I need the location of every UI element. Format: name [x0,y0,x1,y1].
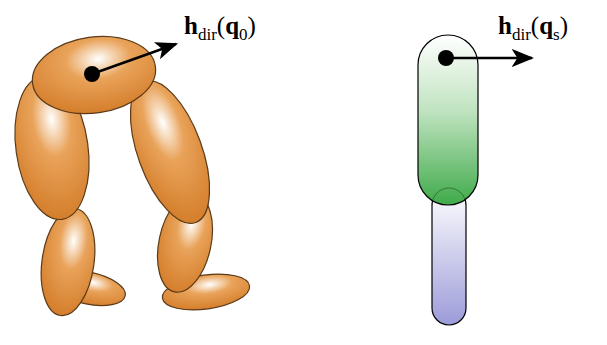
math-symbol: q [539,12,553,39]
capsule-model [418,35,478,325]
legged-figure [6,29,252,319]
subscript: dir [198,25,217,44]
direction-arrow [446,57,532,60]
math-symbol: ) [560,12,568,39]
math-symbol: ( [531,12,539,39]
subscript: s [553,25,560,44]
math-symbol: ) [248,12,256,39]
subscript: dir [512,25,531,44]
math-symbol: h [498,12,512,39]
subscript: 0 [239,25,248,44]
vector-label: hdir(qs) [498,12,568,45]
math-symbol: q [225,12,239,39]
direction-arrow [92,44,176,74]
math-symbol: h [184,12,198,39]
point-dot [438,50,454,66]
math-symbol: ( [217,12,225,39]
vector-label: hdir(q0) [184,12,256,45]
point-dot [84,66,100,82]
